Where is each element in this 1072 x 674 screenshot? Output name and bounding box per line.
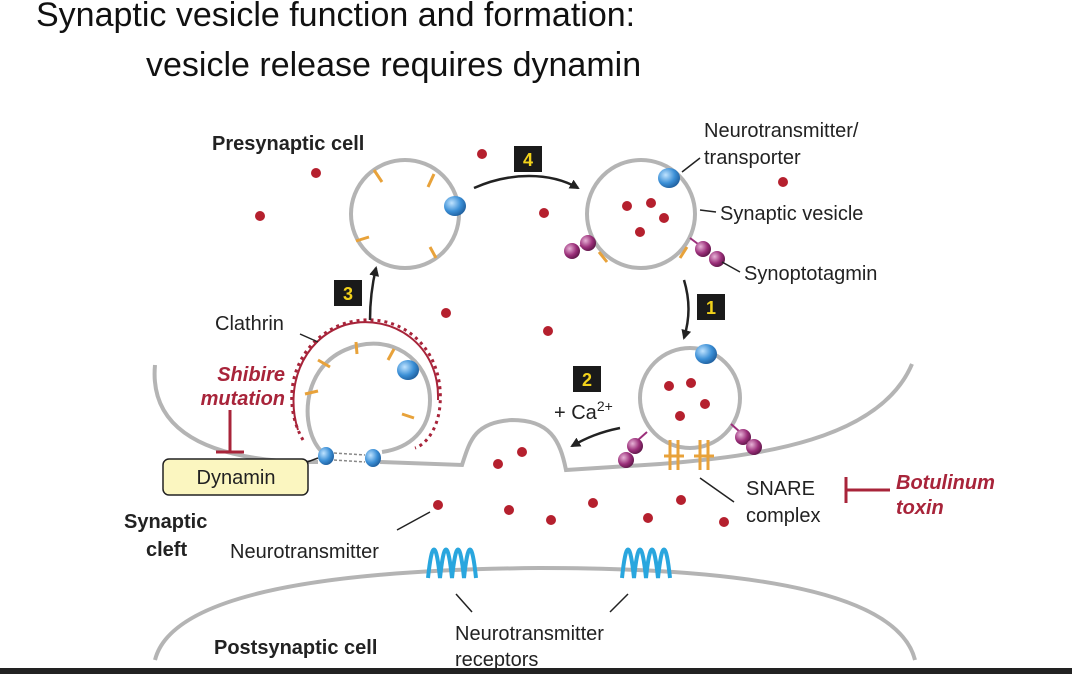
svg-text:2: 2 — [582, 370, 592, 390]
bottom-border — [0, 668, 1072, 674]
botulinum-inhibition-icon — [844, 477, 890, 503]
receptor-icon — [426, 547, 478, 579]
cleft-neurotransmitters — [433, 447, 729, 527]
step-1-badge: 1 — [697, 294, 725, 320]
snare-complex-icon — [664, 440, 714, 470]
synaptic-cleft-label-line-2: cleft — [146, 539, 187, 561]
step-1-arrow — [681, 279, 692, 340]
transporter-icon — [658, 168, 680, 188]
transporter-label-line-1: Neurotransmitter/ — [704, 120, 859, 142]
transporter-icon — [397, 360, 419, 380]
transporter-icon — [444, 196, 466, 216]
shibire-label-line-2: mutation — [201, 388, 285, 410]
snare-label-line-1: SNARE — [746, 478, 815, 500]
receptors-label-line-1: Neurotransmitter — [455, 623, 604, 645]
clathrin-coat — [290, 318, 442, 450]
slide-title-line-2: vesicle release requires dynamin — [146, 46, 642, 84]
dynamin-ring-icon — [318, 447, 381, 467]
neurotransmitter-label: Neurotransmitter — [230, 541, 379, 563]
synaptic-vesicle-label: Synaptic vesicle — [720, 203, 863, 225]
clathrin-coated-vesicle — [290, 318, 442, 467]
clathrin-label: Clathrin — [215, 313, 284, 335]
svg-text:1: 1 — [706, 298, 716, 318]
receptors-label-line-2: receptors — [455, 649, 538, 671]
presynaptic-neurotransmitters — [255, 149, 788, 336]
receptor-icon — [620, 547, 672, 579]
filled-synaptic-vesicle — [564, 158, 725, 270]
step-4-badge: 4 — [514, 146, 542, 172]
step-2-badge: 2 — [573, 366, 601, 392]
transporter-label-line-2: transporter — [704, 147, 801, 169]
botulinum-label-line-1: Botulinum — [896, 472, 995, 494]
step-3-badge: 3 — [334, 280, 362, 306]
svg-text:4: 4 — [523, 150, 533, 170]
dynamin-label-box — [162, 458, 309, 496]
transporter-icon — [695, 344, 717, 364]
shibire-inhibition-icon — [216, 410, 244, 454]
botulinum-label-line-2: toxin — [896, 497, 944, 519]
calcium-label: + Ca2+ — [554, 398, 613, 424]
step-4-arrow — [473, 174, 580, 190]
step-2-arrow — [570, 426, 621, 448]
presynaptic-label: Presynaptic cell — [212, 133, 364, 155]
shibire-label-line-1: Shibire — [217, 364, 285, 386]
docked-vesicle — [618, 344, 762, 470]
synoptotagmin-label: Synoptotagmin — [744, 263, 877, 285]
synaptic-cleft-label-line-1: Synaptic — [124, 511, 207, 533]
snare-label-line-2: complex — [746, 505, 820, 527]
svg-text:3: 3 — [343, 284, 353, 304]
slide-title-line-1: Synaptic vesicle function and formation: — [36, 0, 636, 34]
recycled-vesicle — [349, 158, 466, 270]
step-3-arrow — [368, 266, 380, 321]
postsynaptic-label: Postsynaptic cell — [214, 637, 377, 659]
postsynaptic-membrane — [153, 565, 917, 661]
dynamin-label: Dynamin — [197, 467, 276, 489]
